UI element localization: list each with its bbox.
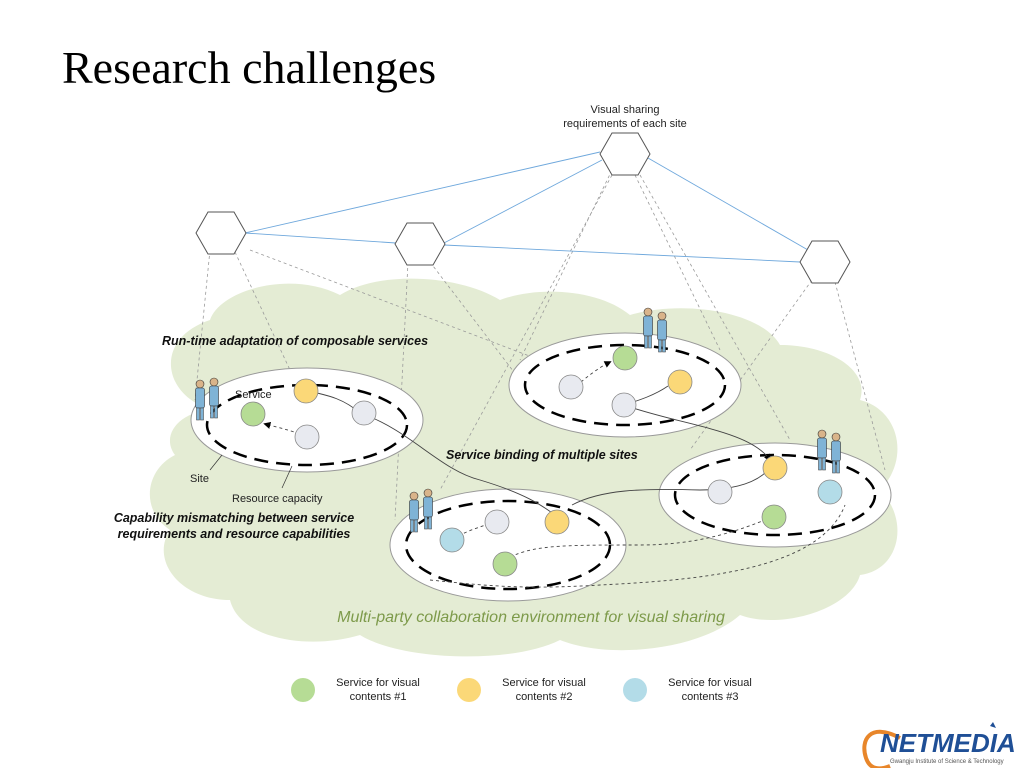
legend-label: Service for visual — [336, 677, 420, 689]
service-gray — [351, 400, 377, 426]
service-gray — [484, 509, 510, 535]
service-yellow — [667, 369, 693, 395]
top-label-line1: Visual sharing — [591, 104, 660, 116]
service-blue — [439, 527, 465, 553]
logo-subtitle: Gwangju Institute of Science & Technolog… — [890, 759, 1004, 765]
binding-label: Service binding of multiple sites — [446, 448, 638, 462]
legend: Service for visual contents #1 Service f… — [291, 677, 752, 703]
service-green — [761, 504, 787, 530]
legend-swatch-blue — [623, 678, 647, 702]
logo-star-icon — [990, 722, 996, 728]
top-label-line2: requirements of each site — [563, 118, 687, 130]
label-pointers — [209, 454, 293, 489]
mismatch-line1: Capability mismatching between service — [114, 511, 354, 525]
site-left — [190, 367, 424, 473]
legend-swatch-green — [291, 678, 315, 702]
slide-title: Research challenges — [62, 42, 437, 93]
runtime-label: Run-time adaptation of composable servic… — [162, 334, 428, 348]
service-gray — [558, 374, 584, 400]
legend-label: Service for visual — [668, 677, 752, 689]
site-label: Site — [190, 473, 209, 485]
legend-label: contents #1 — [350, 691, 407, 703]
legend-swatch-yellow — [457, 678, 481, 702]
service-green — [612, 345, 638, 371]
service-green — [492, 551, 518, 577]
logo-text: NETMEDIA — [880, 728, 1016, 758]
hexagon-links — [244, 151, 809, 263]
service-yellow — [293, 378, 319, 404]
hexagon-top — [599, 132, 651, 176]
projection-lines — [194, 169, 886, 521]
service-gray — [707, 479, 733, 505]
hexagon-middle — [394, 222, 446, 266]
hexagon-left — [195, 211, 247, 255]
logo-swoosh-icon — [862, 729, 901, 768]
service-green — [240, 401, 266, 427]
service-gray — [294, 424, 320, 450]
legend-label: contents #3 — [682, 691, 739, 703]
netmedia-logo: NETMEDIA Gwangju Institute of Science & … — [862, 722, 1016, 768]
service-yellow — [762, 455, 788, 481]
mismatch-line2: requirements and resource capabilities — [118, 527, 351, 541]
legend-label: Service for visual — [502, 677, 586, 689]
resource-label: Resource capacity — [232, 493, 323, 505]
site-top — [508, 332, 742, 438]
legend-label: contents #2 — [516, 691, 573, 703]
service-label: Service — [235, 389, 272, 401]
hexagon-right — [799, 240, 851, 284]
service-gray — [611, 392, 637, 418]
service-blue — [817, 479, 843, 505]
service-yellow — [544, 509, 570, 535]
environment-label: Multi-party collaboration environment fo… — [337, 609, 725, 626]
